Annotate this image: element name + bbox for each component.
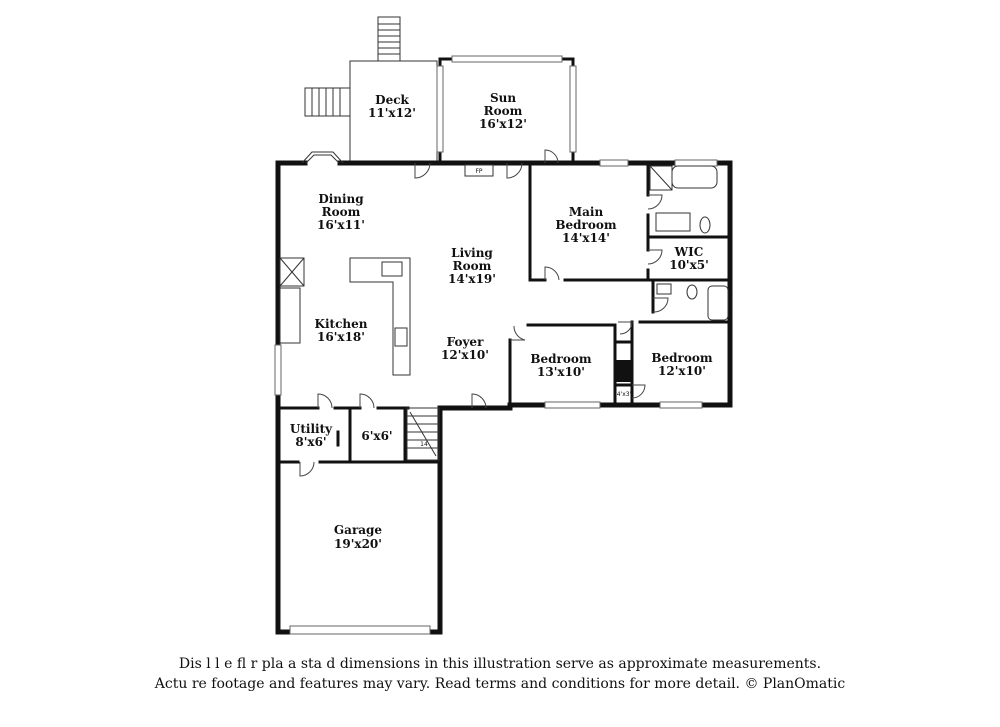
bedroom-2-label: Bedroom xyxy=(651,351,712,365)
living-room-label-1: Living xyxy=(451,246,493,260)
disclaimer-line-2: Actu re footage and features may vary. R… xyxy=(154,676,846,692)
storage-dims: 6'x6' xyxy=(361,429,392,443)
deck-structure xyxy=(304,16,438,162)
wic-label: WIC xyxy=(674,245,704,259)
dining-room-label-2: Room xyxy=(322,205,361,219)
garage-door xyxy=(289,625,431,635)
bedroom-2-dims: 12'x10' xyxy=(658,364,706,378)
deck-label: Deck xyxy=(375,93,409,107)
bay-window xyxy=(301,151,344,164)
bedroom-1-label: Bedroom xyxy=(530,352,591,366)
main-bedroom-label-2: Bedroom xyxy=(555,218,616,232)
dining-room-label-1: Dining xyxy=(318,192,364,206)
main-bedroom-label-1: Main xyxy=(569,205,604,219)
fireplace-label: FP xyxy=(475,168,482,175)
door-swings xyxy=(299,149,669,477)
garage-label: Garage xyxy=(334,523,383,537)
living-room-dims: 14'x19' xyxy=(448,272,496,286)
closet-dims: 4'x3' xyxy=(617,391,632,398)
kitchen-counters xyxy=(279,257,411,376)
bath-fixtures xyxy=(649,165,729,321)
garage-dims: 19'x20' xyxy=(334,537,382,551)
closet-block xyxy=(615,360,632,382)
foyer-label: Foyer xyxy=(447,335,484,349)
living-room-label-2: Room xyxy=(453,259,492,273)
utility-label: Utility xyxy=(290,422,333,436)
foyer-dims: 12'x10' xyxy=(441,348,489,362)
deck-dims: 11'x12' xyxy=(368,106,416,120)
sun-room-dims: 16'x12' xyxy=(479,117,527,131)
sun-room-label-2: Room xyxy=(484,104,523,118)
disclaimer-line-1: Dis l l e fl r pla a sta d dimensions in… xyxy=(178,656,822,672)
dining-room-dims: 16'x11' xyxy=(317,218,365,232)
bedroom-1-dims: 13'x10' xyxy=(537,365,585,379)
stair-label: 14 xyxy=(420,441,428,448)
utility-dims: 8'x6' xyxy=(295,435,326,449)
fireplace xyxy=(464,164,494,177)
room-labels: Deck 11'x12' Sun Room 16'x12' Dining Roo… xyxy=(290,91,713,551)
kitchen-dims: 16'x18' xyxy=(317,330,365,344)
foyer-stairs xyxy=(406,407,440,461)
sun-room-label-1: Sun xyxy=(490,91,516,105)
main-bedroom-dims: 14'x14' xyxy=(562,231,610,245)
kitchen-label: Kitchen xyxy=(315,317,368,331)
exterior-walls xyxy=(275,160,733,635)
wic-dims: 10'x5' xyxy=(669,258,709,272)
sun-room-walls xyxy=(436,55,577,165)
